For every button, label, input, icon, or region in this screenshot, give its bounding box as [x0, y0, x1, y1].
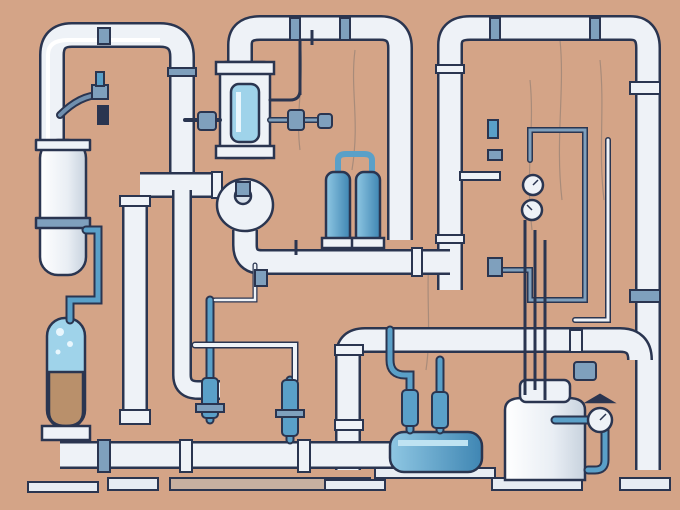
gauges: [520, 173, 617, 434]
twin-cylinders: [320, 151, 386, 250]
horizontal-tank: [388, 430, 484, 474]
liquid-tank: [40, 316, 92, 442]
valves: [91, 71, 597, 437]
small-pipes: [56, 38, 611, 475]
central-tank: [214, 60, 276, 233]
rods: [294, 30, 547, 400]
background-drips: [249, 39, 605, 371]
main-pipes: [34, 15, 661, 470]
pipe-flanges: [97, 17, 661, 473]
